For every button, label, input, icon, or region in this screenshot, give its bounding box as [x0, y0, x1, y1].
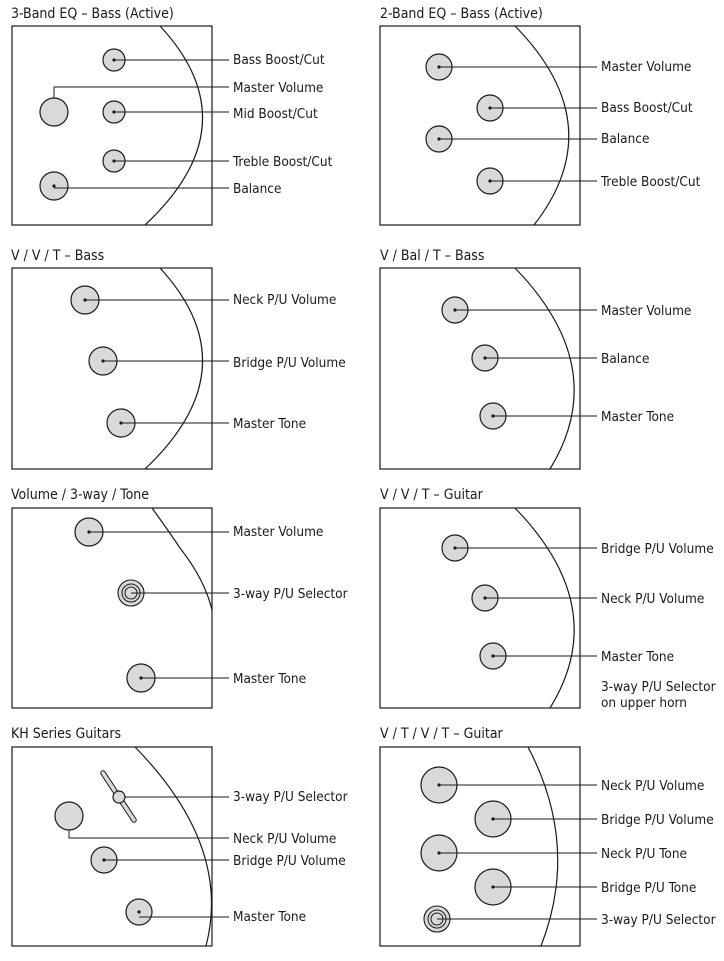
diagram-kh-series-guitars: KH Series Guitars 3-way P/U Selector Nec…: [11, 726, 348, 947]
diagram-title: 2-Band EQ – Bass (Active): [380, 6, 543, 22]
knob-neck-pu-volume: [54, 801, 84, 831]
label-balance: Balance: [601, 131, 649, 147]
control-plate-outline: [379, 25, 581, 226]
label-master-volume: Master Volume: [233, 80, 323, 96]
diagram-2band-eq-bass: 2-Band EQ – Bass (Active) Master Volume …: [379, 6, 701, 226]
diagram-title: V / V / T – Bass: [11, 248, 104, 264]
label-master-tone: Master Tone: [233, 416, 306, 432]
diagram-vtvt-guitar: V / T / V / T – Guitar Neck P/U Volume B…: [379, 726, 716, 947]
label-neck-pu-volume: Neck P/U Volume: [233, 292, 336, 308]
label-bridge-pu-volume: Bridge P/U Volume: [601, 541, 714, 557]
label-balance: Balance: [601, 351, 649, 367]
label-3way-pu-selector: 3-way P/U Selector: [233, 586, 348, 602]
label-3way-pu-selector: 3-way P/U Selector: [601, 912, 716, 928]
diagram-vvt-guitar: V / V / T – Guitar Bridge P/U Volume Nec…: [379, 487, 716, 711]
label-master-tone: Master Tone: [233, 909, 306, 925]
body-edge-curve: [514, 507, 575, 709]
diagram-title: Volume / 3-way / Tone: [11, 487, 149, 503]
label-balance: Balance: [233, 181, 281, 197]
label-3way-pu-selector: 3-way P/U Selector: [233, 789, 348, 805]
label-neck-pu-volume: Neck P/U Volume: [601, 778, 704, 794]
body-edge-curve: [144, 267, 204, 470]
knob-center-dot: [52, 184, 56, 188]
control-plate-outline: [379, 267, 581, 470]
body-edge-curve: [527, 746, 559, 947]
control-plate-outline: [11, 25, 213, 226]
label-bridge-pu-volume: Bridge P/U Volume: [601, 812, 714, 828]
diagram-vvt-bass: V / V / T – Bass Neck P/U Volume Bridge …: [11, 248, 346, 470]
label-master-volume: Master Volume: [601, 59, 691, 75]
body-edge-curve: [514, 25, 570, 226]
diagram-title: V / V / T – Guitar: [380, 487, 484, 503]
label-neck-pu-tone: Neck P/U Tone: [601, 846, 687, 862]
label-mid-boost-cut: Mid Boost/Cut: [233, 106, 318, 122]
control-plate-outline: [11, 746, 213, 947]
control-plate-outline: [11, 267, 213, 470]
diagram-title: 3-Band EQ – Bass (Active): [11, 6, 174, 22]
label-bass-boost-cut: Bass Boost/Cut: [233, 52, 325, 68]
label-master-tone: Master Tone: [601, 409, 674, 425]
label-treble-boost-cut: Treble Boost/Cut: [600, 174, 701, 190]
label-bridge-pu-volume: Bridge P/U Volume: [233, 853, 346, 869]
label-master-volume: Master Volume: [233, 524, 323, 540]
label-treble-boost-cut: Treble Boost/Cut: [232, 154, 333, 170]
note-upper-horn: on upper horn: [601, 695, 687, 711]
body-edge-curve: [144, 25, 204, 226]
diagram-title: KH Series Guitars: [11, 726, 121, 742]
selector-switch-3way: [112, 790, 126, 804]
label-bridge-pu-volume: Bridge P/U Volume: [233, 355, 346, 371]
knob-master-volume: [39, 97, 69, 127]
label-master-volume: Master Volume: [601, 303, 691, 319]
control-plate-outline: [379, 507, 581, 709]
label-neck-pu-volume: Neck P/U Volume: [233, 831, 336, 847]
diagram-title: V / T / V / T – Guitar: [380, 726, 504, 742]
label-neck-pu-volume: Neck P/U Volume: [601, 591, 704, 607]
body-edge-curve: [514, 267, 575, 470]
leader-line: [68, 830, 229, 839]
label-bass-boost-cut: Bass Boost/Cut: [601, 100, 693, 116]
control-plate-outline: [379, 746, 581, 947]
leader-line: [53, 86, 229, 98]
body-edge-curve: [134, 746, 213, 947]
label-master-tone: Master Tone: [233, 671, 306, 687]
diagram-title: V / Bal / T – Bass: [380, 248, 484, 264]
diagram-volume-3way-tone: Volume / 3-way / Tone Master Volume 3-wa…: [11, 487, 348, 709]
diagram-vbalt-bass: V / Bal / T – Bass Master Volume Balance…: [379, 248, 691, 470]
label-bridge-pu-tone: Bridge P/U Tone: [601, 880, 696, 896]
diagram-3band-eq-bass: 3-Band EQ – Bass (Active) Bass Boost/Cut…: [11, 6, 333, 226]
knob-center-dot: [137, 910, 141, 914]
note-3way-selector: 3-way P/U Selector: [601, 679, 716, 695]
label-master-tone: Master Tone: [601, 649, 674, 665]
body-edge-curve: [151, 507, 213, 611]
